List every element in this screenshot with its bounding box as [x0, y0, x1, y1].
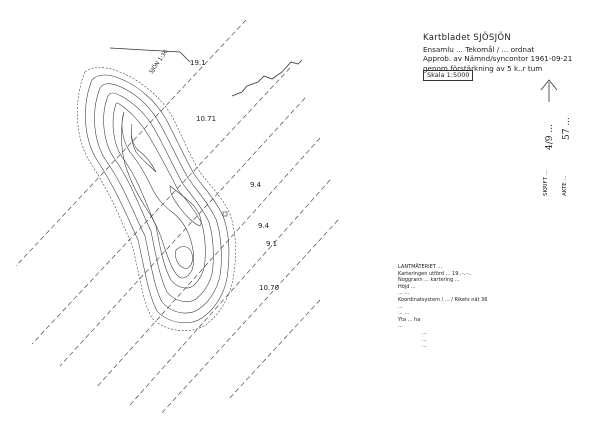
property-boundary-line — [59, 97, 306, 367]
property-boundary-line — [15, 19, 247, 267]
lake-contours — [77, 67, 236, 331]
map-mark: 9.4 — [250, 181, 262, 189]
map-mark: 10.70 — [259, 284, 279, 292]
legend-line: ... — [398, 323, 403, 330]
legend-sub-line: ... — [422, 343, 427, 350]
map-title: Kartbladet SJÖSJÖN — [423, 33, 512, 43]
legend-line: Höjd ... — [398, 283, 416, 290]
title-block: Kartbladet SJÖSJÖN Ensamlu ... Tekomål /… — [423, 33, 573, 73]
scale-label: Skala 1:5000 — [423, 70, 474, 81]
measurement-point-marker — [222, 211, 228, 217]
margin-handwritten-note: 4/9 ... — [545, 124, 555, 150]
legend-line: Noggrann ... kartering ... — [398, 277, 460, 284]
property-boundary-line — [227, 299, 321, 401]
map-mark: 10.71 — [196, 115, 216, 123]
map-mark: 19.1 — [190, 59, 206, 67]
legend-line: LANTMÄTERIET ... — [398, 264, 443, 270]
north-arrow-icon — [540, 79, 558, 102]
title-line: genom förstärkning av 5 k..r tum — [423, 63, 543, 73]
property-boundary-line — [129, 179, 331, 406]
margin-vertical-text: SKRIFT ... — [543, 170, 549, 196]
legend-line: Yta ... ha — [398, 316, 421, 323]
title-line: Approb. av Nämnd/syncontor 1961-09-21 — [423, 54, 573, 63]
margin-vertical-text: AKTE ... — [562, 175, 568, 196]
legend-line: ... — [398, 303, 403, 310]
property-boundary-line — [159, 219, 339, 416]
legend-sub-line: ... — [422, 329, 427, 336]
map-mark: 9.4 — [258, 222, 270, 230]
title-line: Ensamlu ... Tekomål / ... ordnat — [423, 44, 535, 54]
property-boundary-line — [95, 137, 321, 389]
property-boundary-line — [31, 67, 291, 345]
shore-label: SJÖN 1:36 — [148, 48, 170, 75]
legend-sub-line: ... — [422, 336, 427, 343]
legend-line: ... ... — [398, 290, 410, 297]
margin-handwritten-note: 57 ... — [562, 117, 572, 140]
map-mark: 9.1 — [266, 240, 277, 248]
outer-boundary — [231, 59, 303, 97]
legend-line: Koordinatsystem / ... / Rikets nät 36 — [398, 296, 488, 303]
outer-boundary — [109, 47, 191, 63]
legend-line: Karteringen utförd ... 19..-..-.. — [398, 270, 472, 277]
legend-block: LANTMÄTERIET ... Karteringen utförd ... … — [398, 264, 558, 350]
legend-line: ... ... — [398, 310, 410, 317]
